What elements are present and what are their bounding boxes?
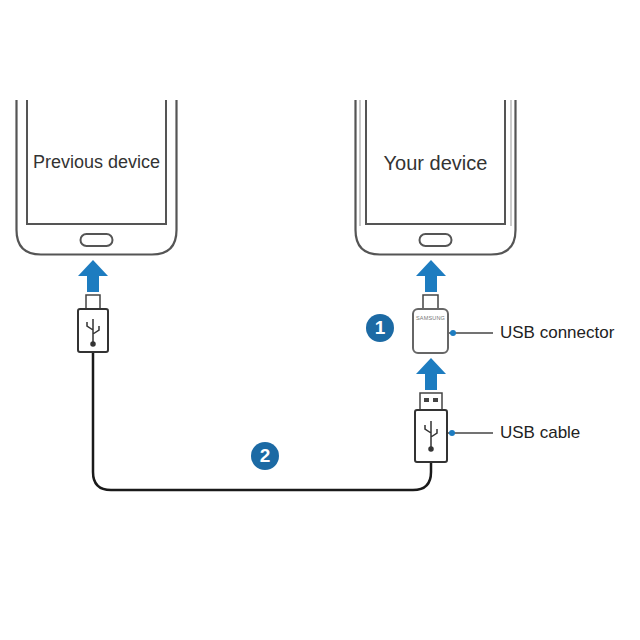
adapter-tip xyxy=(423,295,438,309)
micro-usb-tip xyxy=(86,295,100,309)
callout-number: 2 xyxy=(251,442,279,470)
callout-number: 1 xyxy=(366,314,394,342)
usb-a-hole xyxy=(424,398,429,402)
brand-mark: SAMSUNG xyxy=(416,315,445,321)
phone-device: Your device xyxy=(354,100,517,256)
usb-connector-adapter xyxy=(413,309,448,353)
insert-arrow xyxy=(78,260,108,292)
usb-a-plug xyxy=(415,410,447,462)
usb-cable-wire xyxy=(93,352,431,490)
leader-dot xyxy=(449,430,455,436)
phone-outline xyxy=(15,100,178,256)
device-label: Previous device xyxy=(27,152,166,173)
insert-arrow xyxy=(416,358,446,390)
insert-arrow xyxy=(416,260,446,292)
usb-symbol xyxy=(87,319,99,346)
device-label: Your device xyxy=(366,152,505,175)
usb-a-tip xyxy=(420,393,442,410)
phone-device: Previous device xyxy=(15,100,178,256)
part-label: USB cable xyxy=(500,423,580,443)
part-label: USB connector xyxy=(500,323,614,343)
leader-dot xyxy=(450,330,456,336)
usb-symbol xyxy=(425,421,437,451)
phone-outline xyxy=(354,100,517,256)
usb-a-hole xyxy=(433,398,438,402)
micro-usb-plug xyxy=(78,309,108,352)
